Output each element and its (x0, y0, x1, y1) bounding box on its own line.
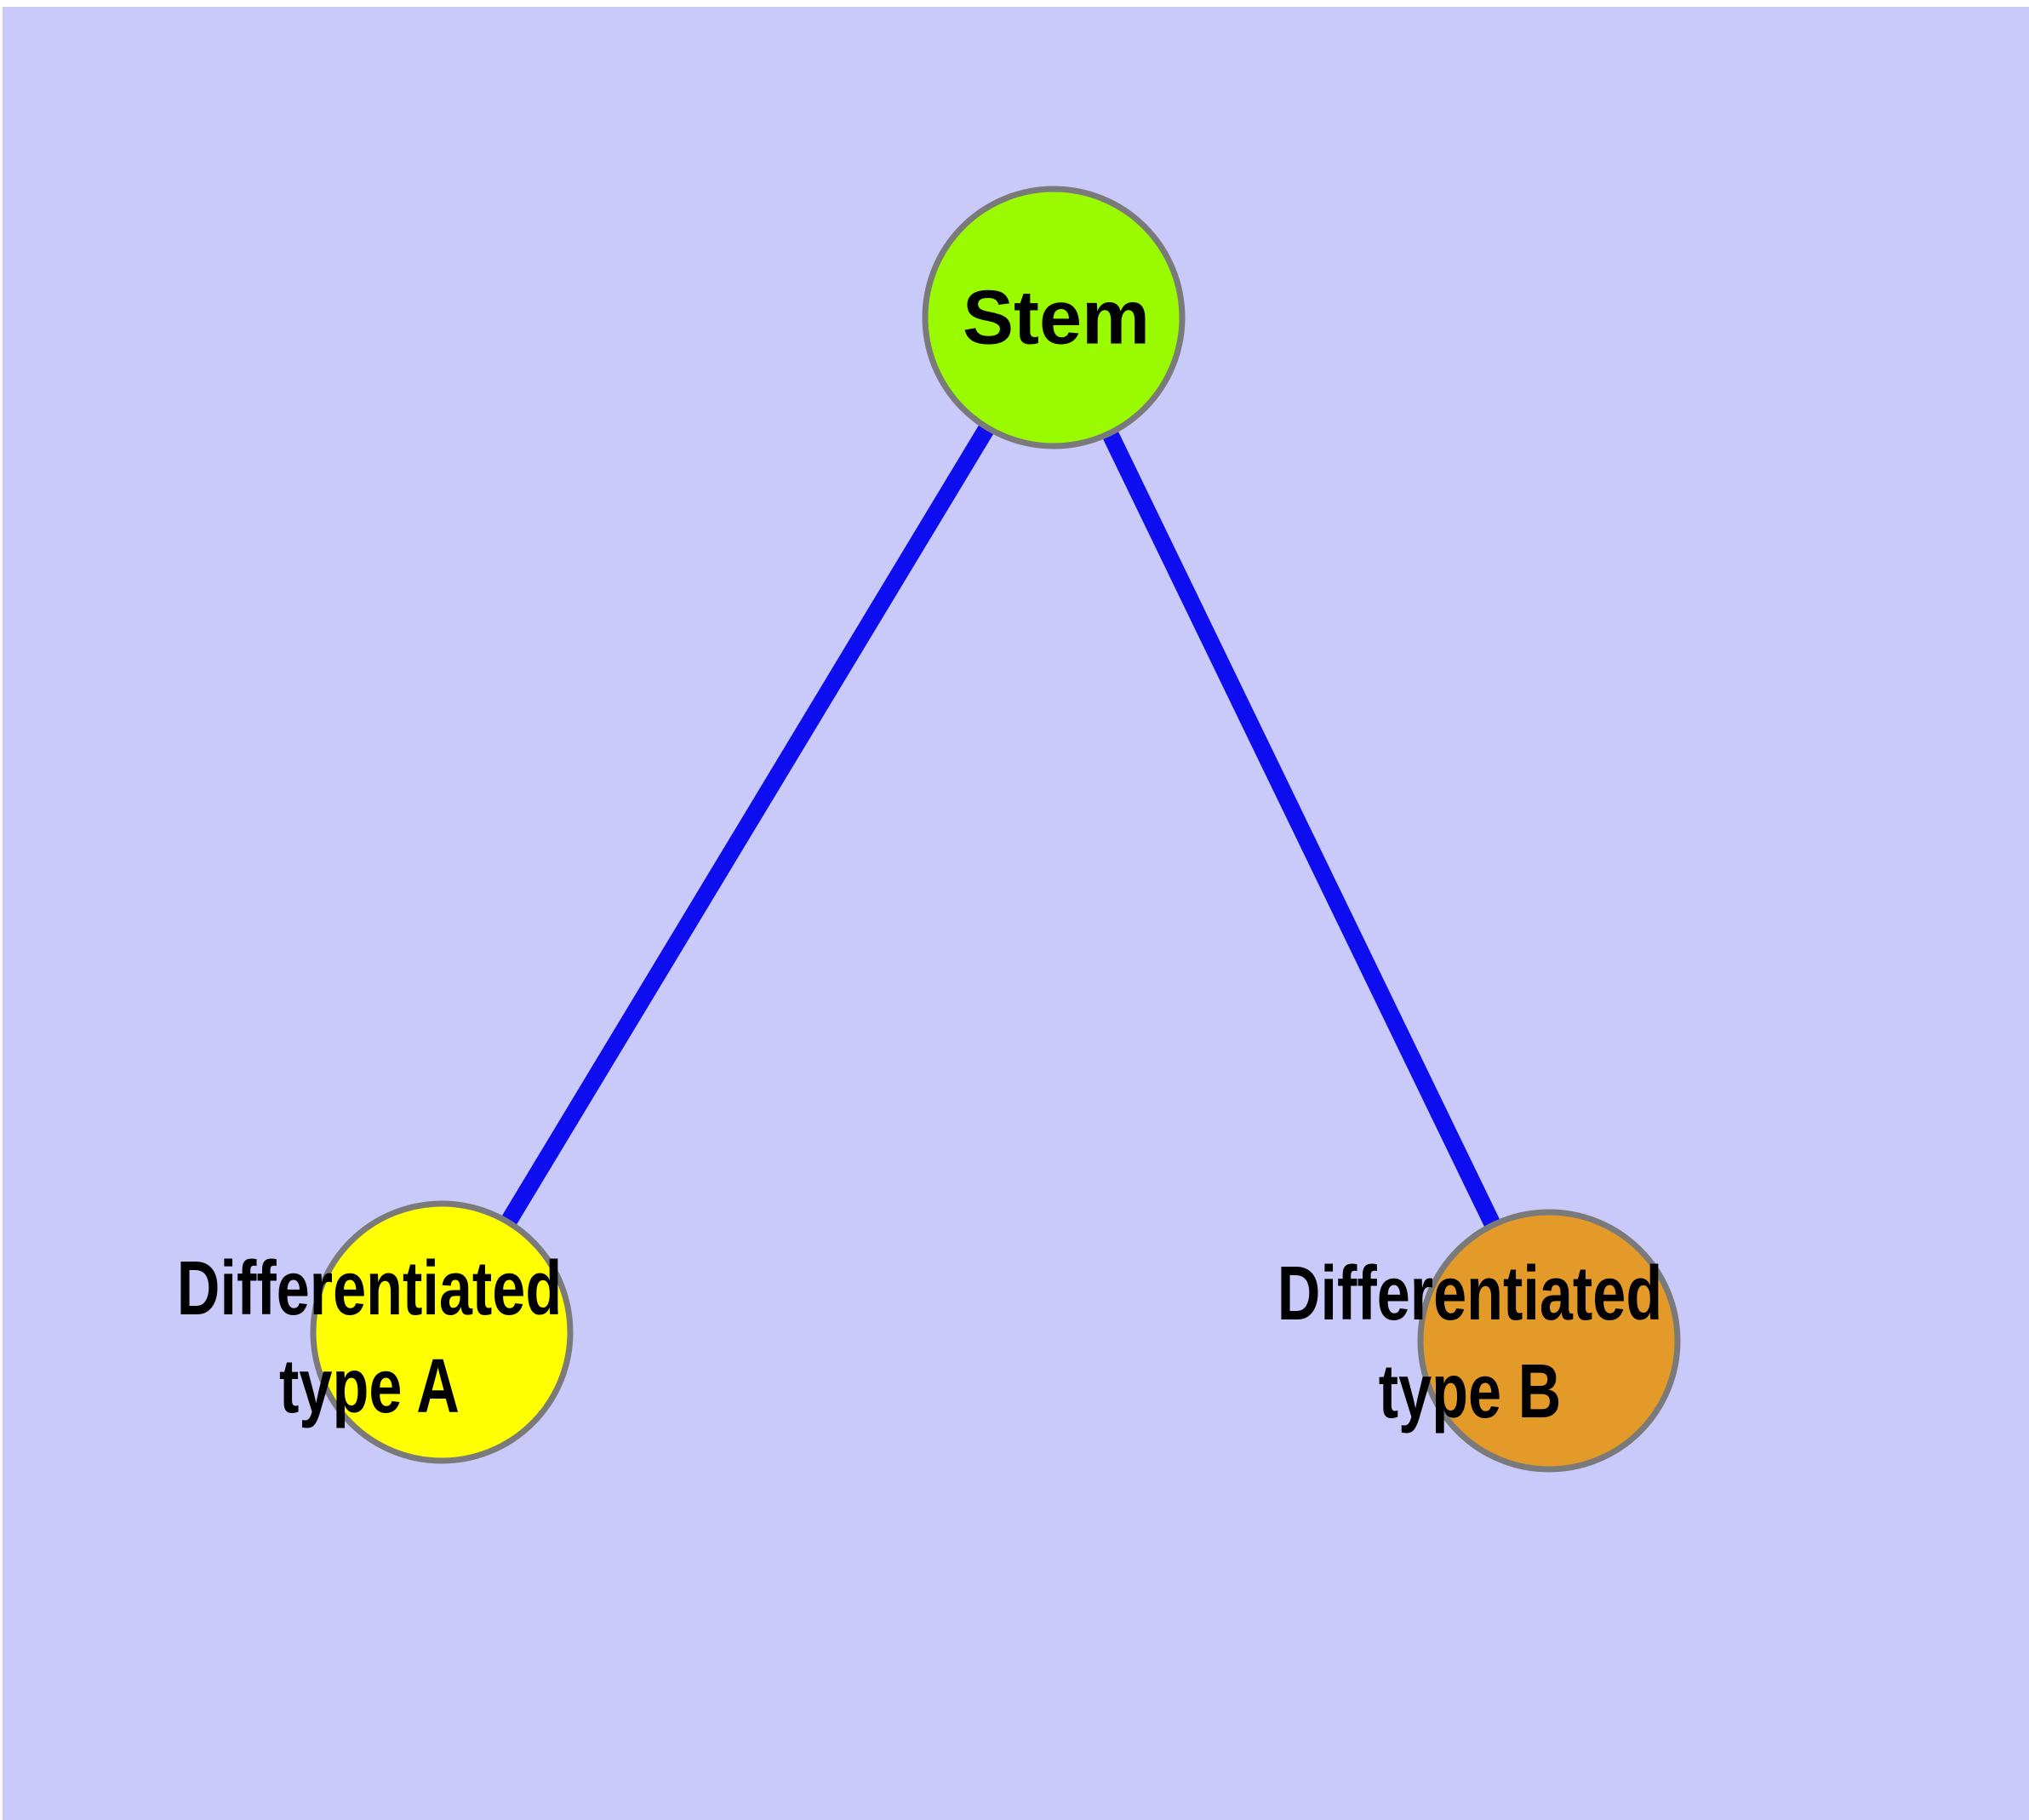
edge-stem-to-differentiated-type-b (1045, 313, 1557, 1345)
node-label-line: type A (279, 1344, 460, 1429)
node-label-line: Stem (962, 275, 1151, 361)
node-label-line: Differentiated (176, 1246, 563, 1331)
node-circle-differentiated-type-a (310, 1200, 574, 1464)
node-label-differentiated-type-a: Differentiated type A (177, 1240, 562, 1436)
node-label-differentiated-type-b: Differentiated type B (1277, 1245, 1662, 1441)
node-circle-stem (922, 186, 1186, 449)
node-label-line: Differentiated (1277, 1251, 1663, 1336)
node-label-stem: Stem (963, 270, 1150, 368)
node-circle-differentiated-type-b (1417, 1209, 1681, 1473)
node-label-line: type B (1378, 1349, 1562, 1434)
edge-stem-to-differentiated-type-a (434, 312, 1061, 1337)
